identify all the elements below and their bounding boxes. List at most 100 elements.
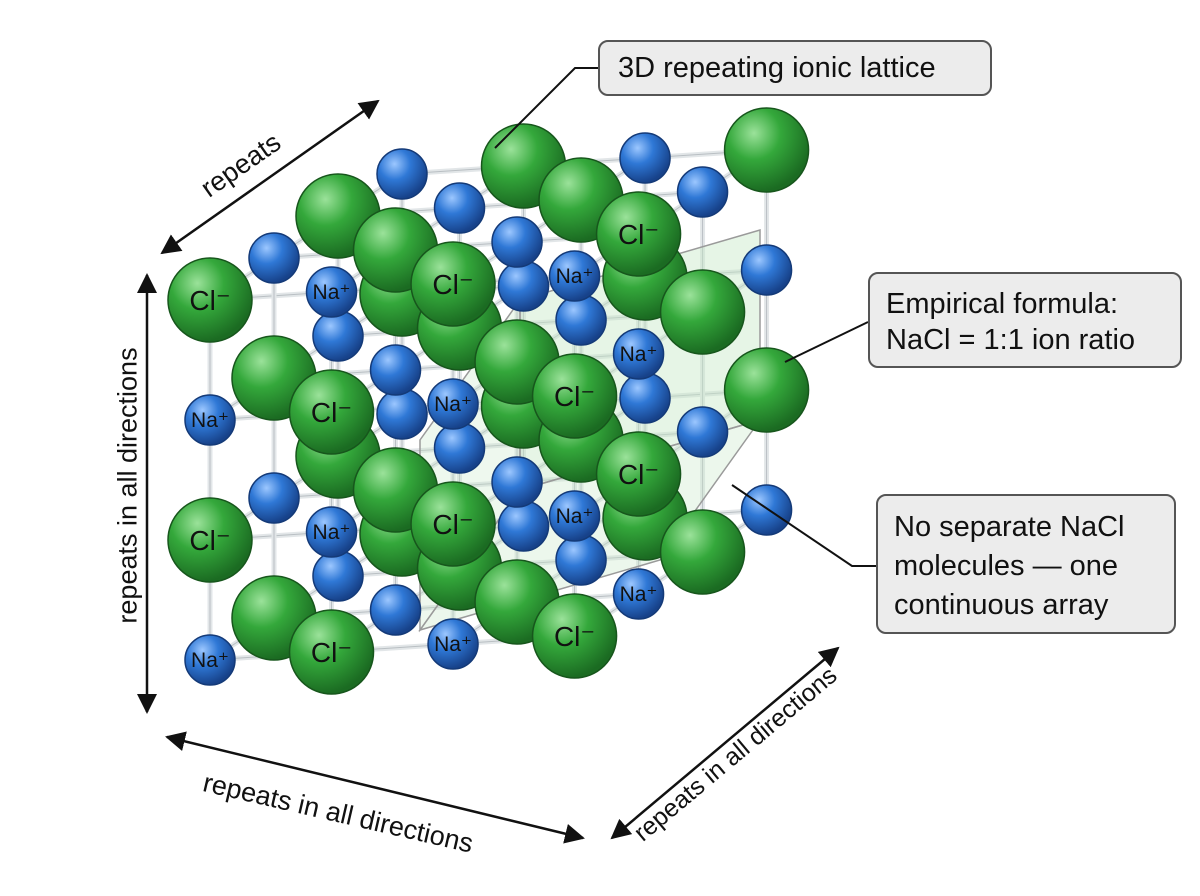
sodium-label: Na⁺ bbox=[556, 505, 594, 528]
sodium-label: Na⁺ bbox=[556, 265, 594, 288]
chloride-sphere bbox=[595, 191, 682, 277]
sodium-ion bbox=[433, 182, 486, 234]
chloride-label: Cl⁻ bbox=[618, 459, 659, 490]
formula-callout: Empirical formula: NaCl = 1:1 ion ratio bbox=[868, 272, 1182, 368]
sodium-ion: Na⁺ bbox=[427, 618, 479, 670]
sodium-sphere bbox=[676, 166, 729, 218]
sodium-sphere bbox=[612, 568, 665, 620]
sodium-sphere bbox=[312, 550, 364, 602]
sodium-ion bbox=[248, 232, 300, 284]
sodium-ion: Na⁺ bbox=[184, 394, 236, 446]
chloride-sphere bbox=[288, 609, 375, 695]
chloride-sphere bbox=[659, 269, 746, 355]
chloride-ion: Cl⁻ bbox=[288, 609, 375, 695]
sodium-ion bbox=[676, 406, 729, 458]
sodium-ion bbox=[555, 294, 607, 346]
sodium-sphere bbox=[248, 472, 300, 524]
callout-leaders bbox=[494, 67, 876, 567]
sodium-sphere bbox=[491, 456, 543, 508]
bottom-arrow bbox=[165, 731, 585, 844]
sodium-sphere bbox=[427, 618, 479, 670]
top-arrow bbox=[160, 99, 380, 255]
sodium-label: Na⁺ bbox=[620, 343, 658, 366]
chloride-sphere bbox=[723, 107, 810, 193]
molecules-callout: No separate NaCl molecules — one continu… bbox=[876, 494, 1176, 634]
sodium-ion bbox=[248, 472, 300, 524]
sodium-ion bbox=[555, 534, 607, 586]
chloride-ion: Cl⁻ bbox=[595, 431, 682, 517]
chloride-ion: Cl⁻ bbox=[410, 241, 496, 327]
sodium-sphere bbox=[376, 148, 428, 200]
sodium-label: Na⁺ bbox=[191, 409, 229, 432]
chloride-ion bbox=[659, 509, 746, 595]
lattice-callout-text: 3D repeating ionic lattice bbox=[618, 52, 936, 84]
chloride-sphere bbox=[531, 353, 618, 439]
chloride-sphere bbox=[410, 481, 496, 567]
right-arrow bbox=[610, 646, 840, 840]
sodium-sphere bbox=[497, 260, 550, 312]
sodium-sphere bbox=[740, 484, 793, 536]
ion-spheres: Cl⁻Na⁺Cl⁻Na⁺Cl⁻Na⁺Cl⁻Na⁺Na⁺Cl⁻Na⁺Cl⁻Cl⁻N… bbox=[167, 107, 810, 695]
chloride-sphere bbox=[167, 257, 253, 343]
lattice-leader-line bbox=[494, 67, 598, 149]
sodium-sphere bbox=[184, 394, 236, 446]
sodium-sphere bbox=[376, 388, 428, 440]
sodium-ion bbox=[376, 148, 428, 200]
sodium-label: Na⁺ bbox=[191, 649, 229, 672]
sodium-sphere bbox=[555, 534, 607, 586]
sodium-sphere bbox=[369, 584, 422, 636]
chloride-label: Cl⁻ bbox=[189, 285, 230, 316]
sodium-ion: Na⁺ bbox=[305, 266, 358, 318]
sodium-ion bbox=[676, 166, 729, 218]
sodium-sphere bbox=[369, 344, 422, 396]
molecules-leader-line bbox=[731, 484, 876, 567]
sodium-ion: Na⁺ bbox=[612, 328, 665, 380]
sodium-sphere bbox=[676, 406, 729, 458]
sodium-label: Na⁺ bbox=[434, 633, 472, 656]
sodium-ion bbox=[619, 132, 671, 184]
sodium-ion: Na⁺ bbox=[548, 490, 601, 542]
sodium-sphere bbox=[305, 506, 358, 558]
sodium-label: Na⁺ bbox=[313, 281, 351, 304]
sodium-ion bbox=[740, 244, 793, 296]
chloride-sphere bbox=[288, 369, 375, 455]
sodium-sphere bbox=[305, 266, 358, 318]
sodium-ion: Na⁺ bbox=[548, 250, 601, 302]
chloride-sphere bbox=[723, 347, 810, 433]
chloride-ion: Cl⁻ bbox=[410, 481, 496, 567]
sodium-ion: Na⁺ bbox=[427, 378, 479, 430]
sodium-label: Na⁺ bbox=[434, 393, 472, 416]
sodium-ion bbox=[497, 260, 550, 312]
sodium-sphere bbox=[619, 372, 671, 424]
chloride-sphere bbox=[410, 241, 496, 327]
sodium-label: Na⁺ bbox=[620, 583, 658, 606]
chloride-label: Cl⁻ bbox=[432, 269, 473, 300]
sodium-ion: Na⁺ bbox=[184, 634, 236, 686]
formula-callout-line2: NaCl = 1:1 ion ratio bbox=[886, 324, 1136, 356]
formula-leader-line bbox=[784, 321, 869, 363]
sodium-sphere bbox=[612, 328, 665, 380]
chloride-ion: Cl⁻ bbox=[531, 353, 618, 439]
dimension-arrows bbox=[137, 99, 840, 844]
sodium-sphere bbox=[248, 232, 300, 284]
sodium-sphere bbox=[740, 244, 793, 296]
sodium-ion bbox=[497, 500, 550, 552]
chloride-ion: Cl⁻ bbox=[167, 257, 253, 343]
sodium-ion bbox=[376, 388, 428, 440]
formula-callout-line1: Empirical formula: bbox=[886, 288, 1119, 320]
chloride-label: Cl⁻ bbox=[618, 219, 659, 250]
sodium-ion bbox=[312, 550, 364, 602]
chloride-label: Cl⁻ bbox=[432, 509, 473, 540]
sodium-sphere bbox=[427, 378, 479, 430]
sodium-ion bbox=[369, 584, 422, 636]
chloride-ion bbox=[723, 107, 810, 193]
chloride-label: Cl⁻ bbox=[554, 621, 595, 652]
sodium-ion bbox=[740, 484, 793, 536]
sodium-sphere bbox=[433, 182, 486, 234]
sodium-ion bbox=[369, 344, 422, 396]
sodium-sphere bbox=[555, 294, 607, 346]
chloride-ion bbox=[659, 269, 746, 355]
sodium-ion bbox=[491, 216, 543, 268]
molecules-callout-line1: No separate NaCl bbox=[894, 511, 1125, 543]
